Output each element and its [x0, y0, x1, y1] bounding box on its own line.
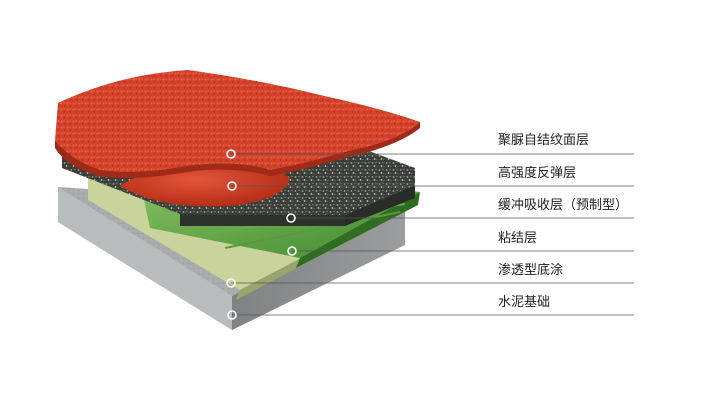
adhesive-edge: [296, 192, 420, 268]
label-cushion-layer: 缓冲吸收层（预制型）: [498, 198, 629, 213]
concrete-side: [232, 210, 405, 330]
label-surface-layer: 聚脲自结纹面层: [498, 133, 590, 148]
label-rebound-layer: 高强度反弹层: [498, 166, 577, 181]
cushion-front: [180, 214, 345, 226]
label-adhesive-layer: 粘结层: [498, 231, 538, 246]
leader-marker: [227, 181, 237, 191]
leader-marker: [227, 310, 237, 320]
surface-shape: [55, 70, 420, 173]
leader-marker: [226, 149, 236, 159]
label-concrete-layer: 水泥基础: [498, 295, 551, 310]
label-primer-layer: 渗透型底涂: [498, 263, 564, 278]
leaders: [226, 149, 634, 320]
leader-marker: [286, 213, 296, 223]
cushion-side: [345, 185, 415, 226]
leader-marker: [287, 246, 297, 256]
surface-layer: [55, 70, 420, 179]
leader-marker: [226, 278, 236, 288]
surface-edge: [55, 122, 420, 179]
concrete-front: [58, 187, 232, 330]
